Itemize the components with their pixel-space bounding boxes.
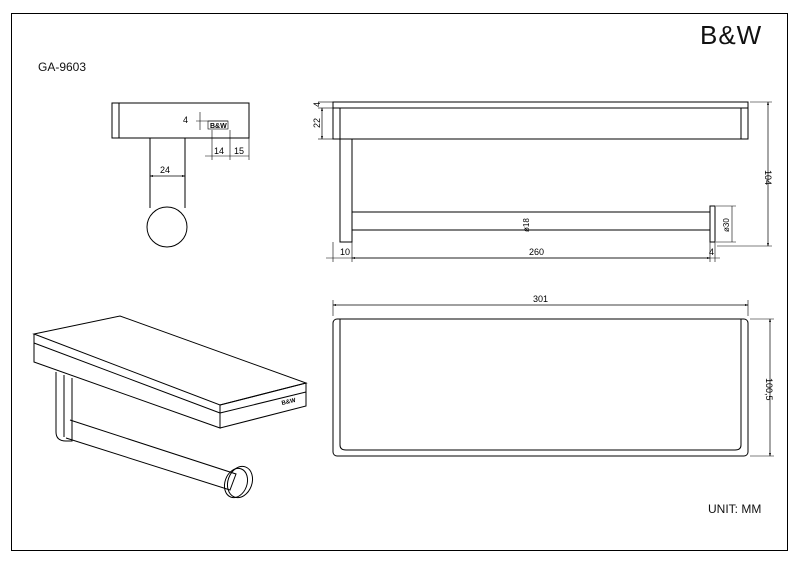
dim-post-width: 24 — [160, 165, 170, 175]
dim-shelf-step: 4 — [183, 115, 188, 125]
unit-label: UNIT: MM — [708, 502, 762, 516]
dim-top-width: 301 — [533, 294, 548, 304]
isometric-view — [32, 315, 308, 499]
dim-end-cap: 4 — [709, 247, 714, 257]
dim-top-depth: 100,5 — [764, 378, 774, 401]
dim-depth-front: 14 — [214, 146, 224, 156]
front-bar — [351, 211, 711, 231]
iso-shelf-top — [32, 315, 308, 406]
iso-post — [55, 372, 73, 442]
model-number: GA-9603 — [38, 60, 87, 74]
top-shelf-outer — [332, 318, 749, 457]
dim-shelf-height: 22 — [312, 118, 322, 128]
side-badge: B&W — [210, 123, 227, 130]
dim-bar-diameter: ø18 — [522, 218, 531, 232]
dim-left-offset: 10 — [340, 247, 350, 257]
front-shelf — [332, 101, 749, 140]
drawing-frame — [11, 13, 788, 551]
top-view — [332, 300, 774, 457]
side-roll-end — [146, 206, 188, 248]
dim-depth-back: 15 — [234, 146, 244, 156]
dim-bar-length: 260 — [529, 247, 544, 257]
iso-badge: B&W — [281, 398, 297, 407]
dim-shelf-top: 4 — [312, 102, 322, 107]
iso-shelf-side — [219, 382, 307, 429]
front-view — [318, 101, 772, 262]
side-view — [111, 102, 250, 248]
top-shelf-inner — [339, 319, 742, 451]
front-post — [339, 138, 353, 243]
front-end-cap — [709, 205, 716, 243]
dim-total-height: 104 — [763, 170, 773, 185]
side-shelf — [111, 102, 250, 139]
iso-end-cap — [226, 465, 254, 499]
iso-bar — [65, 419, 237, 491]
dim-cap-diameter: ø30 — [722, 218, 731, 232]
brand-logo: B&W — [700, 20, 763, 50]
